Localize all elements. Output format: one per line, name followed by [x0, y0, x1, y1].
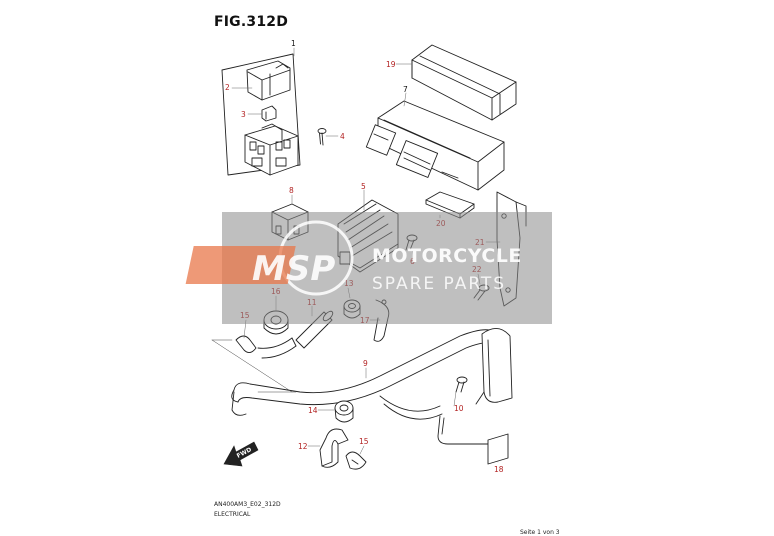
- part-12-elbow-boot[interactable]: [319, 428, 349, 468]
- callout-8[interactable]: 8: [289, 186, 294, 195]
- callout-7[interactable]: 7: [403, 85, 408, 94]
- callout-12[interactable]: 12: [298, 442, 308, 451]
- watermark-line1: MOTORCYCLE: [372, 245, 522, 267]
- part-4-bolt[interactable]: [317, 128, 327, 146]
- fuse-box-group[interactable]: [221, 53, 327, 176]
- part-15-boot-lower[interactable]: [345, 451, 367, 470]
- page-indicator: Seite 1 von 3: [520, 529, 560, 536]
- guide-lines: [211, 339, 297, 393]
- part-7-ecu[interactable]: [365, 100, 505, 191]
- watermark-logo: MSP: [252, 249, 335, 289]
- part-2-fuse-cover[interactable]: [246, 60, 291, 101]
- figure-code: AN400AM3_E02_312D: [214, 501, 281, 508]
- fwd-arrow-icon: FWD: [223, 441, 259, 467]
- callout-10[interactable]: 10: [454, 404, 464, 413]
- callout-14[interactable]: 14: [308, 406, 318, 415]
- callout-19[interactable]: 19: [386, 60, 396, 69]
- part-3-fuse[interactable]: [261, 105, 277, 122]
- part-10-bolt[interactable]: [455, 376, 468, 393]
- callout-9[interactable]: 9: [363, 359, 368, 368]
- fuse-block-body: [244, 123, 299, 176]
- callout-1[interactable]: 1: [291, 39, 296, 48]
- part-15-boot-upper[interactable]: [235, 335, 297, 359]
- callout-5[interactable]: 5: [361, 182, 366, 191]
- part-18-pad[interactable]: [487, 433, 509, 465]
- callout-4[interactable]: 4: [340, 132, 345, 141]
- callout-2[interactable]: 2: [225, 83, 230, 92]
- callout-3[interactable]: 3: [241, 110, 246, 119]
- figure-title: FIG.312D: [214, 14, 289, 30]
- watermark-logo-bg: [185, 246, 296, 284]
- part-19-ecu-cover[interactable]: [411, 44, 517, 121]
- watermark: MSP MOTORCYCLE SPARE PARTS: [185, 212, 552, 324]
- callout-18[interactable]: 18: [494, 465, 504, 474]
- callout-15[interactable]: 15: [359, 437, 369, 446]
- part-9-wiring-harness[interactable]: [231, 328, 513, 445]
- part-14-grommet[interactable]: [334, 400, 354, 423]
- watermark-line2: SPARE PARTS: [372, 274, 506, 294]
- section-label: ELECTRICAL: [214, 511, 251, 518]
